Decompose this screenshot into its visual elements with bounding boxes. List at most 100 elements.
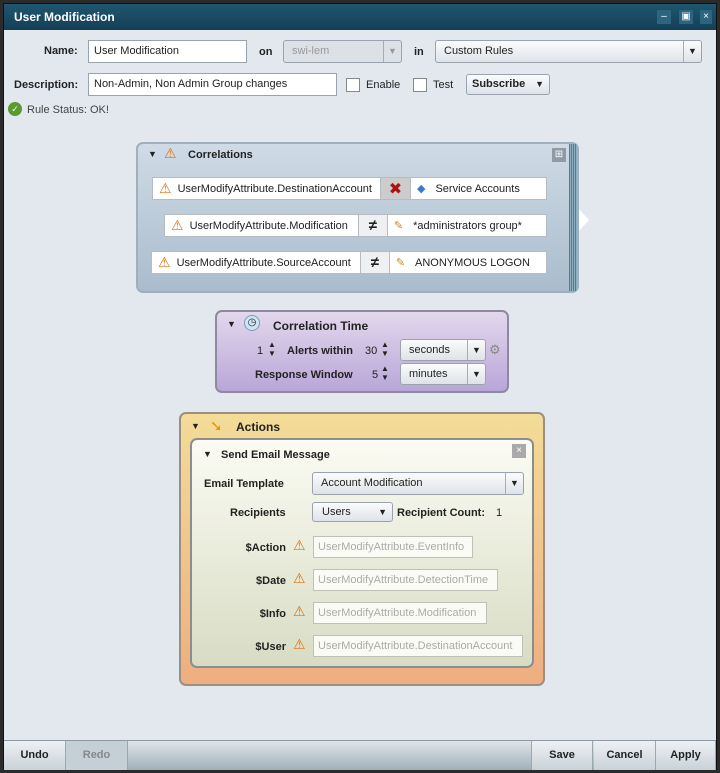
apply-button[interactable]: Apply: [656, 741, 716, 770]
within-value[interactable]: 30: [365, 345, 378, 357]
on-select: swi-lem ▼: [283, 40, 402, 63]
correlation-row[interactable]: ⚠UserModifyAttribute.SourceAccount≠✎ANON…: [151, 251, 547, 274]
correlation-row[interactable]: ⚠UserModifyAttribute.Modification≠✎*admi…: [164, 214, 547, 237]
name-label: Name:: [44, 45, 78, 57]
description-input[interactable]: Non-Admin, Non Admin Group changes: [88, 73, 337, 96]
rule-status: Rule Status: OK!: [27, 104, 109, 116]
chevron-down-icon: ▼: [683, 41, 701, 62]
arrow-right-icon: [579, 209, 589, 231]
rule-window: User Modification – ▣ × Name: User Modif…: [3, 3, 717, 770]
param-label: $Date: [256, 575, 286, 587]
response-unit-select[interactable]: minutes ▼: [400, 363, 486, 385]
subscribe-dropdown[interactable]: Subscribe ▼: [466, 74, 550, 95]
actions-title: Actions: [236, 420, 281, 434]
in-value: Custom Rules: [444, 45, 514, 57]
response-window-label: Response Window: [255, 369, 353, 381]
response-stepper[interactable]: ▲▼: [381, 364, 389, 382]
collapse-icon[interactable]: ▼: [227, 319, 236, 329]
correlation-row[interactable]: ⚠ UserModifyAttribute.DestinationAccount ✖…: [152, 177, 547, 200]
correlations-title: Correlations: [188, 149, 253, 161]
within-stepper[interactable]: ▲▼: [381, 340, 389, 358]
gear-icon[interactable]: ⚙: [489, 342, 501, 357]
warning-icon: ⚠: [159, 180, 172, 196]
collapse-icon[interactable]: ▼: [148, 149, 157, 159]
param-label: $User: [255, 641, 286, 653]
chevron-down-icon: ▼: [378, 507, 387, 517]
description-label: Description:: [14, 79, 79, 91]
maximize-button[interactable]: ▣: [679, 10, 693, 24]
test-label: Test: [433, 79, 454, 91]
subscribe-label: Subscribe: [472, 78, 526, 90]
email-template-value: Account Modification: [321, 477, 423, 489]
send-email-title: Send Email Message: [221, 449, 330, 461]
enable-checkbox[interactable]: [346, 78, 360, 92]
panel-scroll-stripe: [569, 144, 577, 291]
chevron-down-icon: ▼: [467, 364, 485, 384]
recipients-select[interactable]: Users ▼: [312, 502, 393, 522]
alerts-within-label: Alerts within: [287, 345, 354, 357]
param-input[interactable]: UserModifyAttribute.DetectionTime: [313, 569, 498, 591]
chevron-down-icon: ▼: [535, 79, 544, 89]
warning-icon: ⚠: [293, 537, 306, 553]
not-equal-operator[interactable]: ≠: [357, 215, 387, 236]
param-label: $Info: [259, 608, 286, 620]
correlation-field: UserModifyAttribute.SourceAccount: [176, 256, 351, 269]
minimize-button[interactable]: –: [657, 10, 671, 24]
param-input[interactable]: UserModifyAttribute.Modification: [313, 602, 487, 624]
test-checkbox[interactable]: [413, 78, 427, 92]
save-button[interactable]: Save: [531, 741, 593, 770]
in-select[interactable]: Custom Rules ▼: [435, 40, 702, 63]
within-unit-value: seconds: [409, 344, 450, 356]
correlation-field: UserModifyAttribute.DestinationAccount: [177, 182, 372, 195]
window-title: User Modification: [14, 10, 115, 24]
action-arrow-icon: ➘: [210, 418, 223, 435]
redo-button[interactable]: Redo: [66, 741, 128, 770]
in-label: in: [414, 46, 424, 58]
warning-icon: ⚠: [293, 603, 306, 619]
correlation-time-title: Correlation Time: [273, 319, 369, 333]
group-icon: ◆: [417, 183, 426, 195]
within-unit-select[interactable]: seconds ▼: [400, 339, 486, 361]
not-equal-operator[interactable]: ≠: [359, 252, 389, 273]
correlation-value: ANONYMOUS LOGON: [415, 256, 530, 269]
email-template-label: Email Template: [204, 478, 284, 490]
pencil-icon: ✎: [393, 220, 404, 232]
response-unit-value: minutes: [409, 368, 448, 380]
pencil-icon: ✎: [395, 257, 406, 269]
correlation-time-panel: ▼ ◷ Correlation Time 1 ▲▼ Alerts within …: [215, 310, 509, 393]
chevron-down-icon: ▼: [467, 340, 485, 360]
recipient-count-value: 1: [496, 507, 503, 519]
on-label: on: [259, 46, 273, 58]
close-button[interactable]: ×: [700, 10, 712, 24]
warning-icon: ⚠: [293, 636, 306, 652]
warning-icon: ⚠: [171, 217, 184, 233]
thumbs-up-icon: ✓: [8, 102, 22, 116]
response-value[interactable]: 5: [372, 369, 379, 381]
email-template-select[interactable]: Account Modification ▼: [312, 472, 524, 495]
expand-icon[interactable]: ⊞: [552, 148, 566, 162]
recipients-label: Recipients: [230, 507, 286, 519]
recipients-value: Users: [322, 506, 351, 518]
on-value: swi-lem: [292, 45, 330, 57]
name-input[interactable]: User Modification: [88, 40, 247, 63]
actions-panel: ▼ ➘ Actions ▼ Send Email Message × Email…: [179, 412, 545, 686]
chevron-down-icon: ▼: [505, 473, 523, 494]
param-input[interactable]: UserModifyAttribute.DestinationAccount: [313, 635, 523, 657]
count-stepper[interactable]: ▲▼: [268, 340, 276, 358]
cancel-button[interactable]: Cancel: [594, 741, 656, 770]
warning-icon: ⚠: [164, 145, 177, 161]
correlations-panel: ▼ ⚠ Correlations ⊞ ⚠ UserModifyAttribute.…: [136, 142, 579, 293]
title-bar: User Modification: [4, 4, 716, 30]
recipient-count-label: Recipient Count:: [397, 507, 485, 519]
param-input[interactable]: UserModifyAttribute.EventInfo: [313, 536, 473, 558]
count-value[interactable]: 1: [257, 345, 264, 357]
remove-action-button[interactable]: ×: [512, 444, 526, 458]
undo-button[interactable]: Undo: [4, 741, 66, 770]
collapse-icon[interactable]: ▼: [191, 421, 200, 431]
send-email-panel: ▼ Send Email Message × Email Template Ac…: [190, 438, 534, 668]
not-in-group-operator-icon[interactable]: ✖: [380, 178, 410, 199]
param-label: $Action: [245, 542, 286, 554]
correlation-field: UserModifyAttribute.Modification: [189, 219, 348, 232]
collapse-icon[interactable]: ▼: [203, 449, 212, 459]
chevron-down-icon: ▼: [383, 41, 401, 62]
